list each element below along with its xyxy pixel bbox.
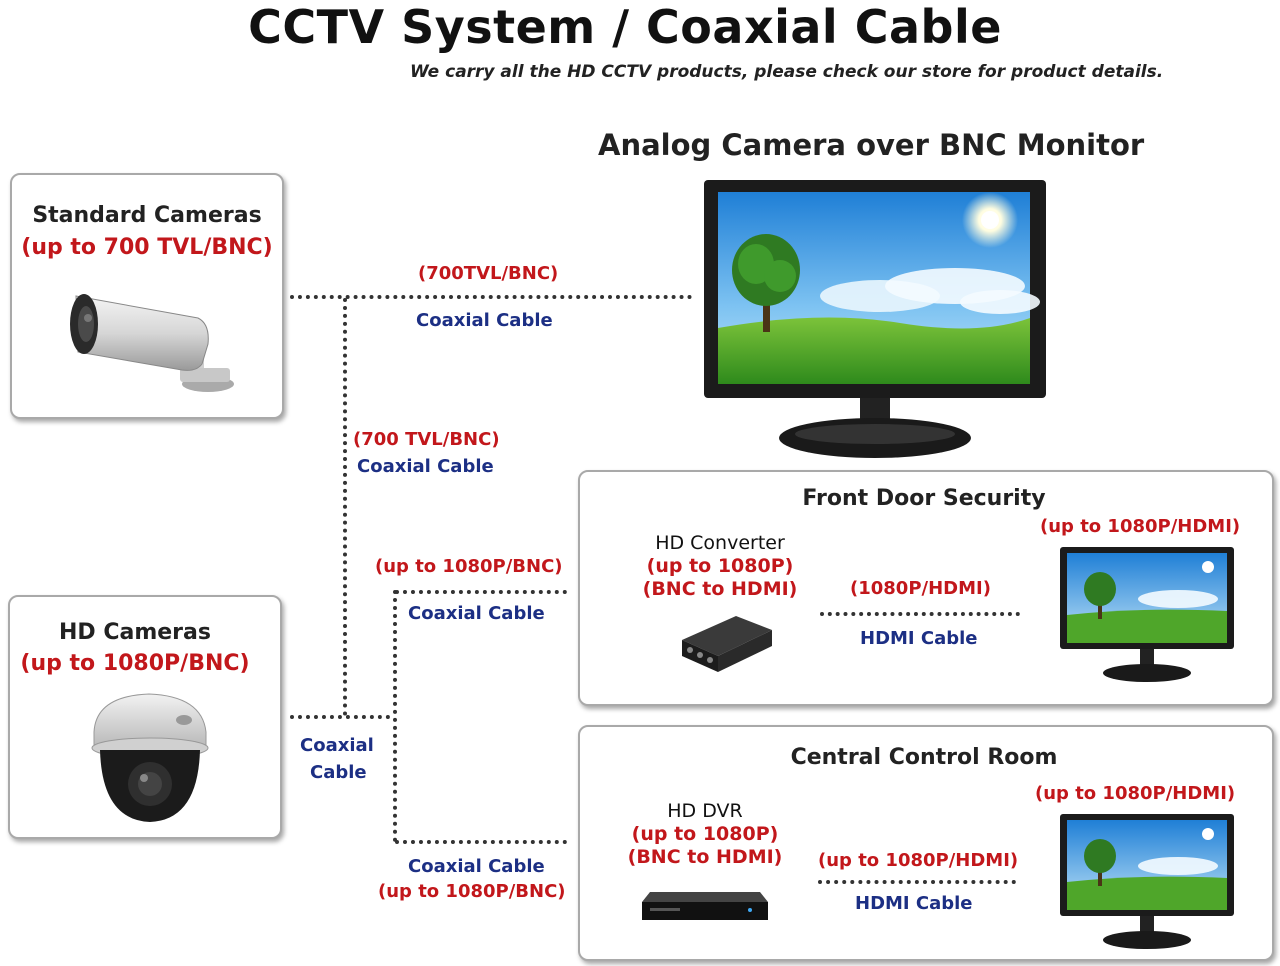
hd-cam-cable-line1: Coaxial	[300, 735, 374, 756]
link-to-control-room	[395, 840, 567, 844]
standard-cameras-box	[10, 173, 284, 419]
hd-converter-spec1: (up to 1080P)	[646, 555, 794, 577]
front-door-link-cable: Coaxial Cable	[408, 603, 545, 624]
link-std-down	[343, 298, 347, 716]
hd-dvr-spec2: (BNC to HDMI)	[627, 846, 783, 868]
control-room-link-spec: (up to 1080P/BNC)	[378, 881, 566, 902]
front-door-monitor-spec: (up to 1080P/HDMI)	[1040, 516, 1241, 537]
front-door-hdmi-link	[820, 612, 1020, 616]
page-title: CCTV System / Coaxial Cable	[248, 0, 1002, 54]
hd-converter-spec2: (BNC to HDMI)	[642, 578, 798, 600]
front-door-hdmi-spec: (1080P/HDMI)	[850, 578, 991, 599]
link-hd-cam	[290, 715, 390, 719]
hd-converter-name: HD Converter	[655, 532, 785, 554]
std-monitor-cable: Coaxial Cable	[416, 310, 553, 331]
analog-monitor-icon	[700, 178, 1050, 460]
standard-cameras-spec: (up to 700 TVL/BNC)	[21, 235, 273, 260]
control-room-monitor-spec: (up to 1080P/HDMI)	[1035, 783, 1236, 804]
page-subtitle: We carry all the HD CCTV products, pleas…	[410, 62, 1164, 82]
hd-cameras-title: HD Cameras	[59, 620, 211, 645]
bullet-camera-icon	[70, 284, 240, 396]
control-room-hdmi-spec: (up to 1080P/HDMI)	[818, 850, 1019, 871]
control-room-hdmi-link	[818, 880, 1016, 884]
hd-converter-icon	[676, 610, 776, 674]
control-room-link-cable: Coaxial Cable	[408, 856, 545, 877]
dome-camera-icon	[84, 688, 214, 828]
front-door-title: Front Door Security	[802, 486, 1046, 511]
hd-dvr-icon	[640, 888, 770, 924]
hd-dvr-name: HD DVR	[667, 800, 743, 822]
control-room-hdmi-cable: HDMI Cable	[855, 893, 973, 914]
hd-cameras-spec: (up to 1080P/BNC)	[20, 651, 250, 676]
link-std-to-monitor	[290, 295, 692, 299]
front-door-link-spec: (up to 1080P/BNC)	[375, 556, 563, 577]
front-door-hdmi-cable: HDMI Cable	[860, 628, 978, 649]
hd-cam-cable-line2: Cable	[310, 762, 367, 783]
control-room-monitor-icon	[1058, 812, 1238, 954]
hd-dvr-spec1: (up to 1080P)	[631, 823, 779, 845]
analog-monitor-heading: Analog Camera over BNC Monitor	[598, 128, 1145, 162]
standard-cameras-title: Standard Cameras	[32, 203, 262, 228]
std-monitor-spec: (700TVL/BNC)	[418, 263, 559, 284]
control-room-title: Central Control Room	[790, 745, 1058, 770]
std-down-spec: (700 TVL/BNC)	[353, 429, 500, 450]
front-door-monitor-icon	[1058, 545, 1238, 687]
std-down-cable: Coaxial Cable	[357, 456, 494, 477]
link-hd-branch	[393, 590, 397, 842]
link-to-front-door	[395, 590, 567, 594]
